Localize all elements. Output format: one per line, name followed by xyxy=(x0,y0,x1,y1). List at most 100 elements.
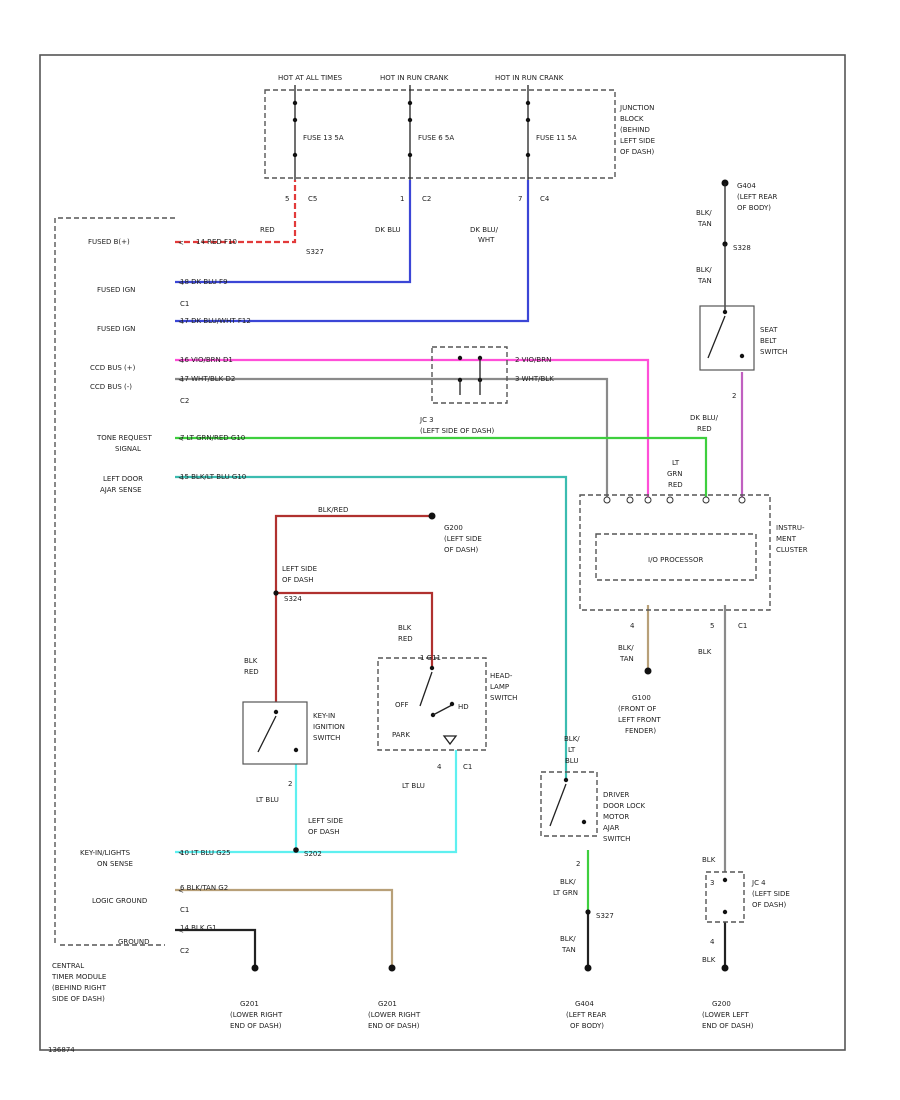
seat-belt-label-1: SEAT xyxy=(760,326,778,334)
ctm-input-fused-batt: FUSED B(+) xyxy=(88,238,130,246)
ctm-pin-marker: < xyxy=(178,849,184,857)
ground-2-loc-1: (LOWER RIGHT xyxy=(368,1011,421,1019)
cluster-pin-marker xyxy=(603,496,611,504)
door-wire-bottom-2: LT GRN xyxy=(553,889,578,897)
jc4-wire-top: BLK xyxy=(702,856,716,864)
s202-splice: LEFT SIDE OF DASH S202 xyxy=(293,817,343,858)
wire-label-dkblu: 18 DK BLU F9 xyxy=(180,278,228,286)
hl-conn: C1 xyxy=(463,763,472,771)
wire-blk-ground xyxy=(175,928,257,968)
ctm-pin-marker: < xyxy=(178,357,184,365)
hl-off: OFF xyxy=(395,701,409,709)
key-switch-wire-bottom: LT BLU xyxy=(256,796,279,804)
junction-block-label-1: JUNCTION xyxy=(619,104,654,112)
wire-label-dkbluwht-vert-1: DK BLU/ xyxy=(470,226,499,234)
ctm-title-4: SIDE OF DASH) xyxy=(52,995,105,1003)
bottom-grounds: G201 (LOWER RIGHT END OF DASH) G201 (LOW… xyxy=(230,964,754,1030)
ground-2-name: G201 xyxy=(378,1000,397,1008)
g404-wire-1: BLK/ xyxy=(696,209,712,217)
jc4-connector: BLK 3 JC 4 (LEFT SIDE OF DASH) 4 BLK xyxy=(702,856,790,964)
diagram-frame xyxy=(39,54,846,1051)
instrument-cluster: I/O PROCESSOR INSTRU- MENT CLUSTER LT GR… xyxy=(579,459,808,735)
wire-dkbluwht-fused-ign xyxy=(175,180,530,323)
door-ajar-switch: BLK/ LT BLU DRIVER DOOR LOCK MOTOR AJAR … xyxy=(540,735,646,954)
key-switch-label-3: SWITCH xyxy=(313,734,340,742)
wire-blkltblu-door xyxy=(175,475,568,780)
g200-top: BLK/RED G200 (LEFT SIDE OF DASH) LEFT SI… xyxy=(273,506,482,603)
g404-top-loc-2: OF BODY) xyxy=(737,204,771,212)
seat-belt-pin: 2 xyxy=(732,392,736,400)
jc4-label-1: JC 4 xyxy=(751,879,766,887)
cluster-pin-marker xyxy=(626,496,634,504)
wire-label-whtblk-right: 3 WHT/BLK xyxy=(515,375,554,383)
ground-3-loc-1: (LEFT REAR xyxy=(566,1011,607,1019)
junction-block-label-3: (BEHIND xyxy=(620,126,650,134)
jc4-wire-bottom: BLK xyxy=(702,956,716,964)
ctm-title-2: TIMER MODULE xyxy=(51,973,106,981)
junction-block-box xyxy=(264,89,616,179)
cluster-label-3: CLUSTER xyxy=(776,546,808,554)
ctm-conn-c1-b: C1 xyxy=(180,906,189,914)
door-label-3: MOTOR xyxy=(603,813,629,821)
seat-belt-label-3: SWITCH xyxy=(760,348,787,356)
ctm-input-tone-2: SIGNAL xyxy=(115,445,141,453)
g404-top-name: G404 xyxy=(737,182,756,190)
fuse-label-1: FUSE 13 5A xyxy=(303,134,344,142)
door-wire-bottom-1: BLK/ xyxy=(560,878,576,886)
ctm-conn-c1-a: C1 xyxy=(180,300,189,308)
ground-4-loc-2: END OF DASH) xyxy=(702,1022,754,1030)
jb-conn-3: C4 xyxy=(540,195,550,203)
central-timer-module: CENTRAL TIMER MODULE (BEHIND RIGHT SIDE … xyxy=(51,217,189,1003)
ctm-pin-marker: < xyxy=(178,279,184,287)
door-switch-pin: 2 xyxy=(576,860,580,868)
ctm-input-tone-1: TONE REQUEST xyxy=(96,434,152,442)
g100-loc-2: LEFT FRONT xyxy=(618,716,661,724)
jc3-connector: JC 3 (LEFT SIDE OF DASH) xyxy=(419,346,508,435)
fuse-13: HOT AT ALL TIMES FUSE 13 5A xyxy=(278,74,344,180)
ctm-title-1: CENTRAL xyxy=(52,962,84,970)
jc3-label-1: JC 3 xyxy=(419,416,434,424)
jb-pin-3: 7 xyxy=(518,195,522,203)
door-label-4: AJAR xyxy=(603,824,620,832)
wire-label-blkltblu: 15 BLK/LT BLU G10 xyxy=(180,473,246,481)
door-splice: S327 xyxy=(596,912,614,920)
io-processor-box xyxy=(595,533,757,581)
jb-conn-1: C5 xyxy=(308,195,317,203)
cluster-pin-bl: 4 xyxy=(630,622,635,630)
hl-hd: HD xyxy=(458,703,469,711)
wire-ltblu-keyin xyxy=(175,750,458,854)
hl-diode xyxy=(442,735,458,746)
door-wire2-2: TAN xyxy=(561,946,576,954)
cluster-pin-br: 5 xyxy=(710,622,714,630)
cluster-conn: C1 xyxy=(738,622,747,630)
wire-ltgrnred-tone xyxy=(175,436,708,500)
ground-1-loc-2: END OF DASH) xyxy=(230,1022,282,1030)
seat-belt-group: G404 (LEFT REAR OF BODY) BLK/ TAN S328 B… xyxy=(690,179,787,433)
junction-block-label-2: BLOCK xyxy=(620,115,644,123)
key-switch-label-2: IGNITION xyxy=(313,723,345,731)
g200-top-label-1: G200 xyxy=(444,524,463,532)
wire-label-red-vert: RED xyxy=(260,226,275,234)
ctm-pin-marker: < xyxy=(178,887,184,895)
headlamp-switch: BLK RED 1 G11 OFF HD PARK HEAD- LAMP SWI… xyxy=(377,624,517,790)
g404-top-loc-1: (LEFT REAR xyxy=(737,193,778,201)
door-label-2: DOOR LOCK xyxy=(603,802,646,810)
cluster-wire-lt-3: RED xyxy=(668,481,683,489)
fuse-label-3: FUSE 11 5A xyxy=(536,134,577,142)
ctm-input-fused-ign-1: FUSED IGN xyxy=(97,286,135,294)
wire-blkred-s324 xyxy=(274,514,432,702)
wire-label-blk: 14 BLK G1 xyxy=(180,924,217,932)
ctm-input-fused-ign-2: FUSED IGN xyxy=(97,325,135,333)
door-wire-top-2: LT xyxy=(568,746,576,754)
ctm-box xyxy=(54,217,175,945)
wire-label-ltgrnred: 7 LT GRN/RED G10 xyxy=(180,434,245,442)
wire-label-viobrn-right: 2 VIO/BRN xyxy=(515,356,551,364)
wire-dkblu-fused-ign xyxy=(175,180,412,284)
key-in-ignition-switch: BLK RED KEY-IN IGNITION SWITCH 2 LT BLU xyxy=(242,657,345,804)
jc4-pin-3: 3 xyxy=(710,879,714,887)
wire-viobrn-ccd-plus xyxy=(175,358,650,500)
ctm-conn-c2-b: C2 xyxy=(180,947,189,955)
ground-4-loc-1: (LOWER LEFT xyxy=(702,1011,750,1019)
s328-label: S328 xyxy=(733,244,751,252)
